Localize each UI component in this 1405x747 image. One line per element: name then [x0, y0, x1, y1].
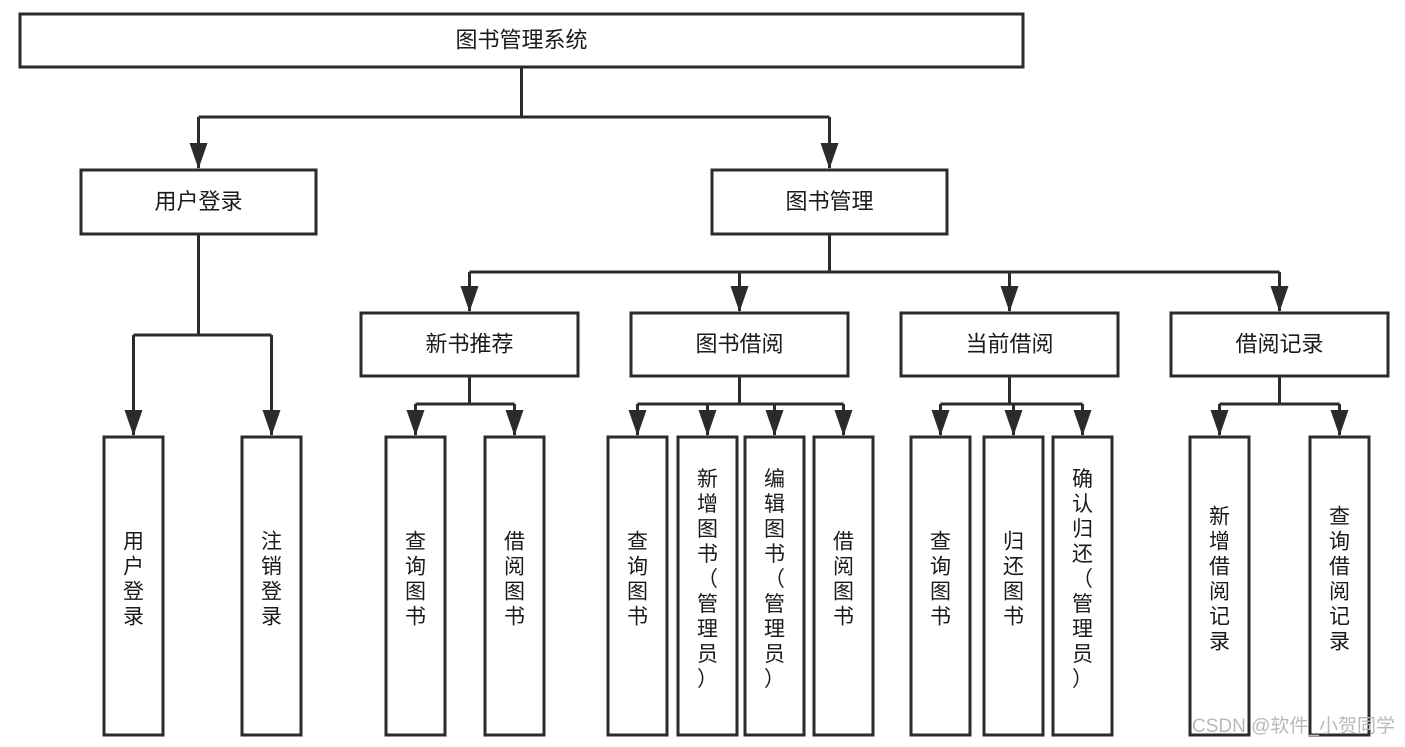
node-leaf-logout[interactable]: 注销登录	[240, 435, 303, 737]
node-book-borrow[interactable]: 图书借阅	[629, 311, 850, 378]
node-label-leaf-query-book-3: 查询图书	[930, 531, 951, 629]
node-user-login[interactable]: 用户登录	[79, 168, 318, 236]
arrow-head-icon-leaf-query-book-3	[931, 410, 950, 436]
arrow-head-icon-leaf-add-book	[698, 410, 717, 436]
node-box-root	[18, 12, 1025, 69]
node-box-leaf-query-book-3	[909, 435, 972, 737]
node-book-management[interactable]: 图书管理	[710, 168, 949, 236]
node-label-leaf-add-record: 新增借阅记录	[1209, 506, 1230, 654]
arrow-head-icon-leaf-query-book-1	[406, 410, 425, 436]
node-label-borrow-record: 借阅记录	[1235, 331, 1323, 356]
node-box-leaf-user-login	[102, 435, 165, 737]
arrow-head-icon-leaf-query-record	[1330, 410, 1349, 436]
node-leaf-add-book[interactable]: 新增图书（管理员）	[676, 435, 739, 737]
arrow-head-icon-leaf-query-book-2	[628, 410, 647, 436]
node-box-book-management	[710, 168, 949, 236]
arrow-head-icon-leaf-borrow-book-2	[834, 410, 853, 436]
node-label-user-login: 用户登录	[154, 189, 242, 214]
node-box-leaf-add-book	[676, 435, 739, 737]
node-label-root: 图书管理系统	[455, 27, 587, 52]
arrow-head-icon-leaf-add-record	[1210, 410, 1229, 436]
node-box-leaf-borrow-book-1	[483, 435, 546, 737]
arrow-head-icon-book-management	[820, 143, 839, 169]
node-borrow-record[interactable]: 借阅记录	[1169, 311, 1390, 378]
arrow-head-icon-leaf-logout	[262, 410, 281, 436]
node-label-book-borrow: 图书借阅	[695, 331, 783, 356]
node-box-leaf-logout	[240, 435, 303, 737]
node-box-leaf-borrow-book-2	[812, 435, 875, 737]
node-box-leaf-query-book-1	[384, 435, 447, 737]
node-label-book-management: 图书管理	[785, 189, 873, 214]
node-label-leaf-borrow-book-2: 借阅图书	[833, 531, 854, 629]
node-label-leaf-return-book: 归还图书	[1003, 531, 1024, 629]
node-box-leaf-query-book-2	[606, 435, 669, 737]
arrow-head-icon-leaf-borrow-book-1	[505, 410, 524, 436]
node-box-book-borrow	[629, 311, 850, 378]
node-label-leaf-logout: 注销登录	[261, 531, 282, 629]
node-leaf-query-book-3[interactable]: 查询图书	[909, 435, 972, 737]
node-box-new-book-recommend	[359, 311, 580, 378]
node-leaf-query-book-2[interactable]: 查询图书	[606, 435, 669, 737]
arrow-head-icon-leaf-confirm-return	[1073, 410, 1092, 436]
node-label-leaf-query-record: 查询借阅记录	[1329, 506, 1350, 654]
node-box-leaf-edit-book	[743, 435, 806, 737]
node-leaf-user-login[interactable]: 用户登录	[102, 435, 165, 737]
node-box-leaf-return-book	[982, 435, 1045, 737]
arrow-head-icon-leaf-edit-book	[765, 410, 784, 436]
connectors-layer	[124, 67, 1349, 436]
arrow-head-icon-book-borrow	[730, 286, 749, 312]
arrow-head-icon-user-login	[189, 143, 208, 169]
csdn-watermark: CSDN @软件_小贺同学	[1192, 715, 1395, 737]
node-label-leaf-edit-book: 编辑图书（管理员）	[764, 468, 785, 691]
arrow-head-icon-leaf-user-login	[124, 410, 143, 436]
node-leaf-borrow-book-1[interactable]: 借阅图书	[483, 435, 546, 737]
node-leaf-borrow-book-2[interactable]: 借阅图书	[812, 435, 875, 737]
arrow-head-icon-leaf-return-book	[1004, 410, 1023, 436]
node-leaf-add-record[interactable]: 新增借阅记录	[1188, 435, 1251, 737]
node-new-book-recommend[interactable]: 新书推荐	[359, 311, 580, 378]
node-leaf-confirm-return[interactable]: 确认归还（管理员）	[1051, 435, 1114, 737]
node-box-leaf-confirm-return	[1051, 435, 1114, 737]
nodes-layer: 图书管理系统用户登录图书管理新书推荐图书借阅当前借阅借阅记录用户登录注销登录查询…	[18, 12, 1390, 737]
node-label-leaf-add-book: 新增图书（管理员）	[697, 468, 718, 691]
node-box-borrow-record	[1169, 311, 1390, 378]
arrow-head-icon-borrow-record	[1270, 286, 1289, 312]
node-leaf-query-book-1[interactable]: 查询图书	[384, 435, 447, 737]
node-leaf-edit-book[interactable]: 编辑图书（管理员）	[743, 435, 806, 737]
node-box-leaf-query-record	[1308, 435, 1371, 737]
node-label-leaf-query-book-1: 查询图书	[405, 531, 426, 629]
node-label-leaf-query-book-2: 查询图书	[627, 531, 648, 629]
arrow-head-icon-current-borrow	[1000, 286, 1019, 312]
node-label-leaf-user-login: 用户登录	[123, 531, 144, 629]
node-box-leaf-add-record	[1188, 435, 1251, 737]
node-current-borrow[interactable]: 当前借阅	[899, 311, 1120, 378]
node-root[interactable]: 图书管理系统	[18, 12, 1025, 69]
node-box-current-borrow	[899, 311, 1120, 378]
node-label-new-book-recommend: 新书推荐	[425, 331, 513, 356]
node-leaf-return-book[interactable]: 归还图书	[982, 435, 1045, 737]
node-label-leaf-borrow-book-1: 借阅图书	[504, 531, 525, 629]
node-leaf-query-record[interactable]: 查询借阅记录	[1308, 435, 1371, 737]
node-box-user-login	[79, 168, 318, 236]
arrow-head-icon-new-book-recommend	[460, 286, 479, 312]
node-label-current-borrow: 当前借阅	[965, 331, 1053, 356]
node-label-leaf-confirm-return: 确认归还（管理员）	[1072, 468, 1093, 691]
